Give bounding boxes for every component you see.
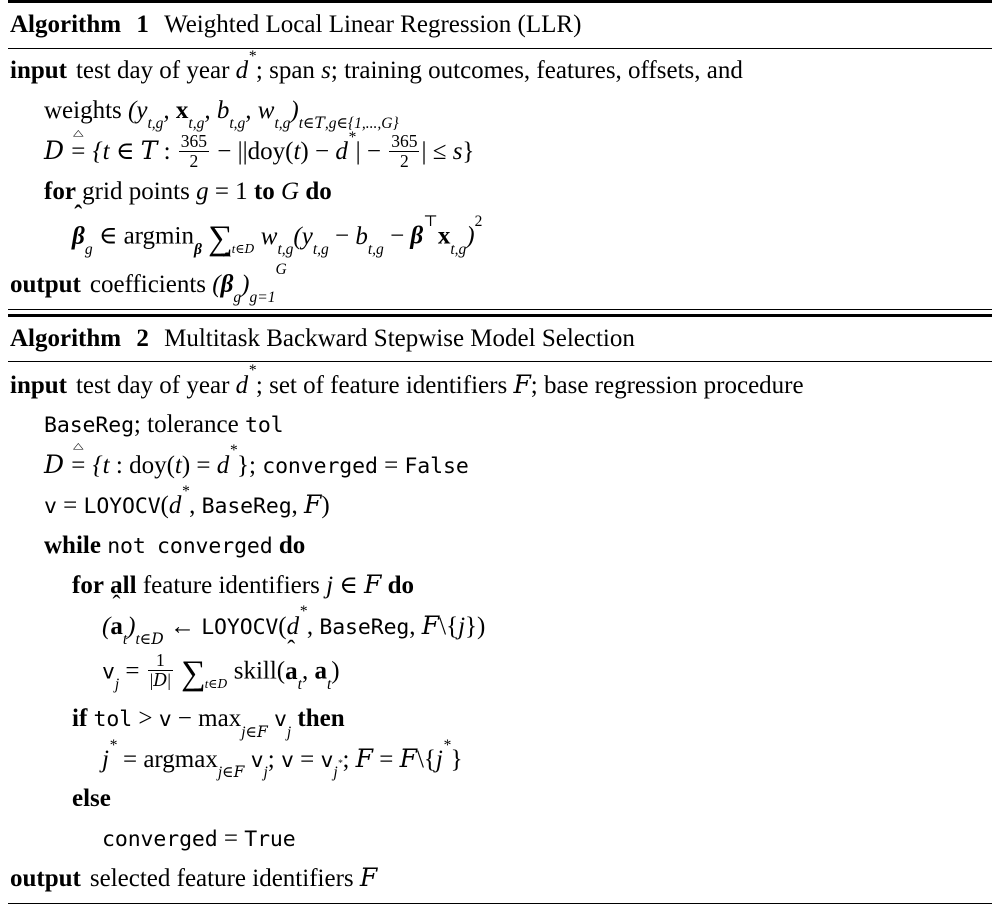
skill-operator: skill: [233, 657, 277, 685]
v-variable: v: [44, 494, 57, 520]
keyword-while: while: [44, 531, 101, 559]
algorithm-1-line-argmin: βg ∈ argminβ ∑t∈D wt,g(yt,g − bt,g − β⊤x…: [72, 212, 990, 265]
basereg-arg: BaseReg: [201, 494, 292, 520]
basereg-token: BaseReg: [44, 413, 134, 439]
converged-token: converged: [262, 453, 378, 479]
algorithm-2-line-for-all: for all feature identifiers j ∈ F do: [72, 570, 415, 600]
tol-token: tol: [93, 707, 133, 733]
tol-token: tol: [244, 413, 284, 439]
algorithm-1-block: Algorithm 1 Weighted Local Linear Regres…: [8, 0, 992, 310]
algorithm-2-title: Multitask Backward Stepwise Model Select…: [164, 324, 635, 352]
algorithm-2-top-rule: [8, 313, 992, 317]
input-text-2: ; set of feature identifiers: [255, 371, 508, 399]
weights-label: weights: [44, 96, 122, 124]
algorithm-2-number: 2: [136, 324, 149, 352]
algorithm-2-line-set-definition: D = {t : doy(t) = d*}; converged = False: [44, 443, 990, 486]
loyocv-call: LOYOCV: [83, 494, 161, 520]
max-operator: max: [198, 705, 242, 733]
v-variable: v: [158, 707, 172, 733]
algorithm-1-line-input-2: weights (yt,g, xt,g, bt,g, wt,g)t∈T,g∈{1…: [44, 96, 399, 132]
keyword-output: output: [10, 865, 81, 893]
v-variable: v: [102, 659, 115, 685]
keyword-to: to: [253, 177, 275, 205]
argmax-operator: argmax: [143, 745, 218, 773]
input-text-2: training outcomes, features, offsets, an…: [344, 57, 743, 84]
algorithm-1-label: Algorithm: [10, 11, 122, 38]
algorithm-2-title-line: Algorithm 2 Multitask Backward Stepwise …: [8, 317, 992, 362]
algorithm-2-line-vj: vj = 1|D| ∑t∈D skill(at, at): [102, 647, 990, 700]
keyword-else: else: [72, 785, 111, 813]
input-span-label: span: [269, 57, 315, 84]
v-variable: v: [250, 747, 264, 773]
algorithm-2-line-converged-true: converged = True: [102, 824, 296, 852]
algorithm-1-title: Weighted Local Linear Regression (LLR): [164, 11, 582, 38]
input-text-3: ; base regression procedure: [530, 371, 804, 399]
algorithm-2-line-v-init: v = LOYOCV(d*, BaseReg, F): [44, 482, 330, 520]
keyword-input: input: [10, 57, 67, 84]
algorithm-1-number: 1: [136, 11, 149, 38]
doy-operator: doy: [129, 451, 167, 479]
v-variable: v: [281, 747, 294, 773]
algorithm-2-line-a-hat-assign: (at)t∈D ← LOYOCV(d*, BaseReg, F\{j}): [102, 604, 990, 647]
algorithm-2-block: Algorithm 2 Multitask Backward Stepwise …: [8, 313, 992, 904]
algorithm-page: Algorithm 1 Weighted Local Linear Regres…: [0, 0, 1000, 790]
algorithm-1-line-for: for grid points g = 1 to G do: [44, 177, 332, 205]
algorithm-2-line-while: while not converged do: [44, 526, 990, 566]
input-text-1: test day of year: [75, 57, 230, 84]
keyword-input: input: [10, 371, 67, 399]
algorithm-2-line-else: else: [72, 780, 990, 820]
tolerance-label: ; tolerance: [133, 411, 239, 439]
keyword-then: then: [297, 705, 345, 733]
converged-token: converged: [157, 533, 273, 559]
not-token: not: [107, 533, 146, 559]
v-variable: v: [320, 747, 334, 773]
false-token: False: [404, 453, 469, 479]
for-grid-points-label: grid points: [82, 177, 190, 205]
argmin-operator: argmin: [123, 222, 194, 250]
keyword-if: if: [72, 705, 88, 733]
keyword-do: do: [278, 531, 306, 559]
input-text-1: test day of year: [75, 371, 230, 399]
algorithm-2-line-jstar: j* = argmaxj∈F vj; v = vj*; F = F\{j*}: [102, 736, 463, 782]
keyword-do: do: [387, 572, 415, 600]
output-selected-label: selected feature identifiers: [89, 865, 354, 893]
frac-365-num: 365: [180, 131, 208, 151]
keyword-for: for: [72, 572, 104, 600]
feature-identifiers-label: feature identifiers: [142, 572, 320, 600]
v-variable: v: [274, 707, 287, 733]
algorithm-2-line-if: if tol > v − maxj∈F vj then: [72, 705, 345, 741]
keyword-output: output: [10, 270, 81, 298]
loyocv-call: LOYOCV: [201, 614, 279, 640]
basereg-arg: BaseReg: [319, 614, 410, 640]
algorithm-2-label: Algorithm: [10, 324, 122, 352]
keyword-do: do: [305, 177, 332, 205]
doy-operator: doy: [247, 138, 286, 166]
algorithm-1-header-rule: [8, 47, 992, 49]
algorithm-1-top-rule: [8, 0, 992, 3]
algorithm-1-bottom-rule: [8, 308, 992, 310]
algorithm-2-header-rule: [8, 361, 992, 363]
frac-2-den: 2: [178, 150, 210, 171]
converged-token: converged: [102, 826, 218, 852]
true-token: True: [244, 826, 296, 852]
algorithm-2-line-input-2: BaseReg; tolerance tol: [44, 406, 990, 446]
algorithm-1-title-line: Algorithm 1 Weighted Local Linear Regres…: [8, 3, 992, 48]
keyword-for: for: [44, 177, 76, 205]
output-coefficients-label: coefficients: [89, 270, 207, 298]
